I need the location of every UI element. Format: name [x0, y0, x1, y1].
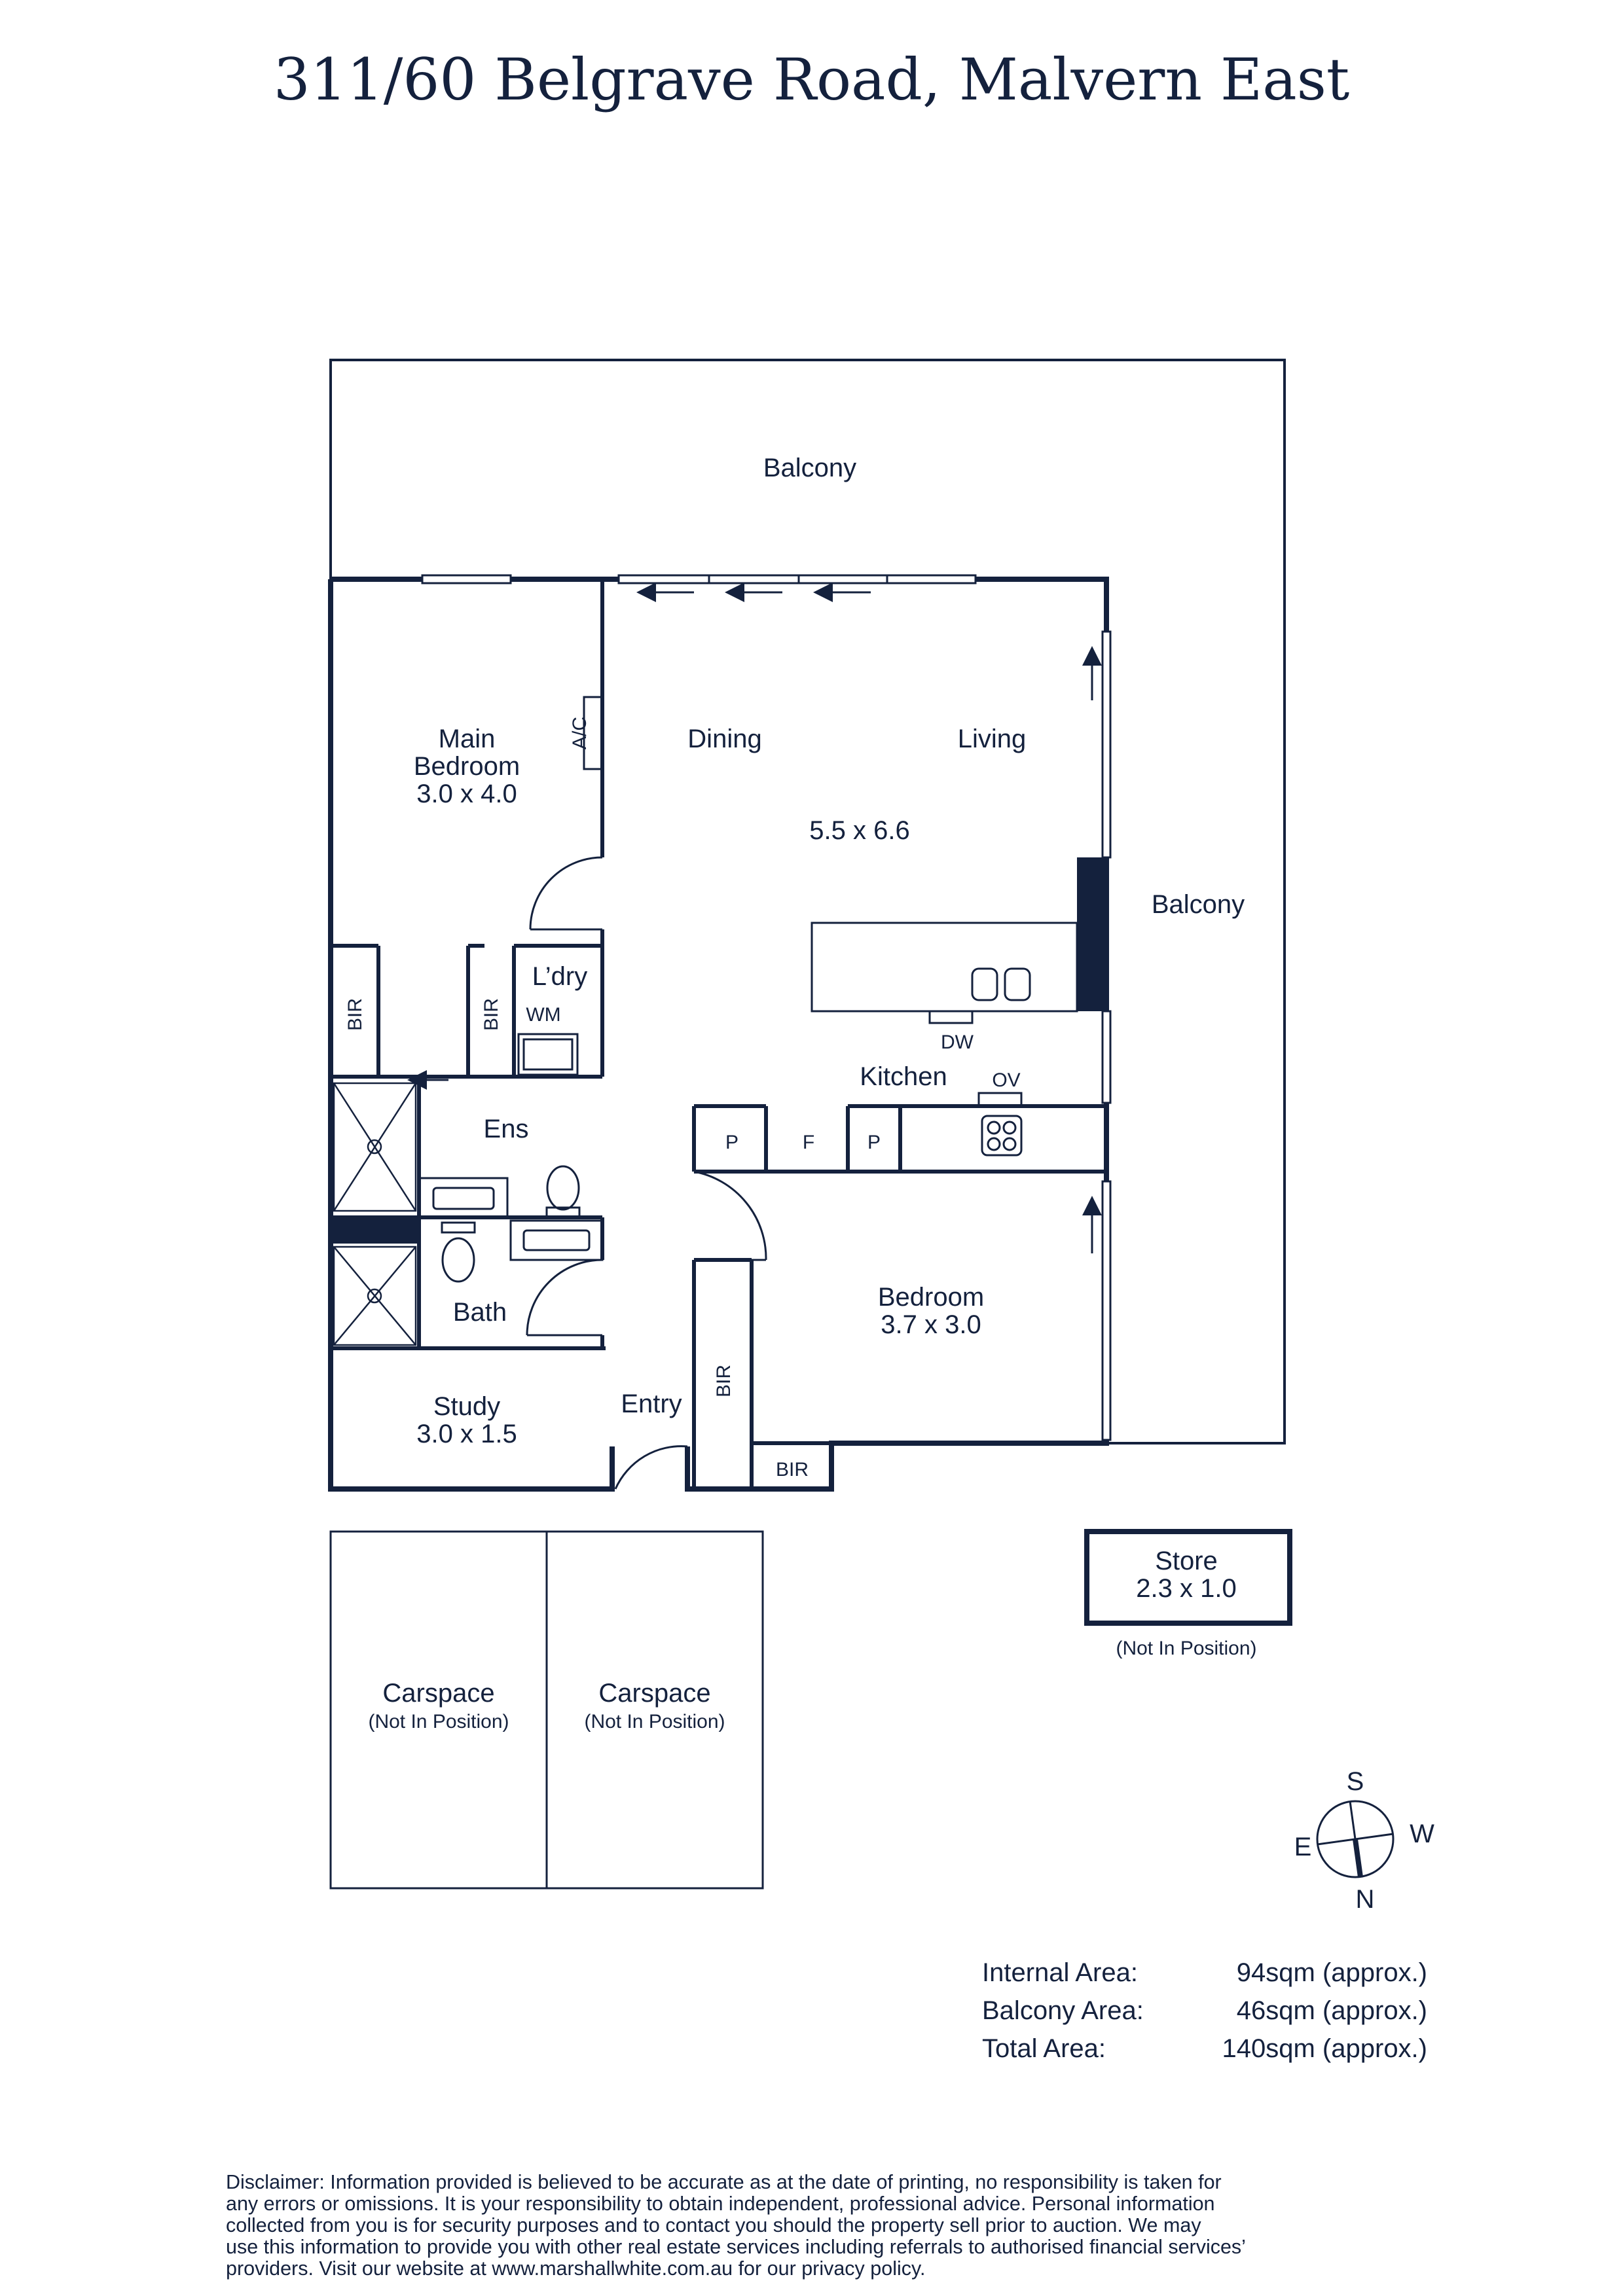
- page-title: 311/60 Belgrave Road, Malvern East: [273, 46, 1350, 113]
- bir-label-main: BIR: [344, 998, 366, 1031]
- carspace-label-1: Carspace: [382, 1679, 494, 1708]
- kitchen-island: [811, 922, 1078, 1024]
- balcony-outline: [329, 359, 1286, 1444]
- sliding-arrows: [407, 583, 1102, 1253]
- area-summary: Internal Area: 94sqm (approx.) Balcony A…: [982, 1954, 1427, 2068]
- main-bedroom-label-1: Main: [439, 725, 496, 753]
- wm-label: WM: [526, 1004, 560, 1026]
- area-value: 46sqm (approx.): [1236, 1996, 1427, 2025]
- entry-label: Entry: [621, 1390, 682, 1418]
- showers: [333, 1082, 417, 1346]
- bedroom-size: 3.7 x 3.0: [881, 1310, 981, 1339]
- ac-label: A/C: [569, 717, 591, 749]
- compass-n: N: [1356, 1885, 1375, 1914]
- carspace-note-1: (Not In Position): [368, 1711, 509, 1732]
- balcony-top-label: Balcony: [763, 454, 856, 482]
- carspaces: [329, 1530, 764, 1890]
- area-row-total: Total Area: 140sqm (approx.): [982, 2030, 1427, 2068]
- bir-label-ensuite: BIR: [481, 998, 502, 1031]
- compass-w: W: [1410, 1820, 1434, 1848]
- disclaimer: Disclaimer: Information provided is beli…: [226, 2172, 1398, 2280]
- area-row-internal: Internal Area: 94sqm (approx.): [982, 1954, 1427, 1992]
- bir-label-bedroom: BIR: [776, 1459, 809, 1480]
- store-outline: [1084, 1529, 1292, 1626]
- study-size: 3.0 x 1.5: [416, 1420, 517, 1448]
- pantry-label-1: P: [725, 1132, 739, 1153]
- interior-walls: [331, 579, 1106, 1489]
- fridge-label: F: [803, 1132, 814, 1153]
- area-label: Internal Area:: [982, 1958, 1138, 1987]
- carspace-label-2: Carspace: [598, 1679, 710, 1708]
- disclaimer-line: use this information to provide you with…: [226, 2236, 1246, 2258]
- main-bedroom-label-2: Bedroom: [414, 752, 520, 781]
- laundry-label: L’dry: [532, 962, 588, 991]
- exterior-walls: [328, 577, 1109, 1492]
- bedroom-label: Bedroom: [878, 1283, 984, 1312]
- ensuite-fixtures: [418, 1165, 581, 1219]
- compass: [1316, 1800, 1395, 1878]
- disclaimer-line: collected from you is for security purpo…: [226, 2214, 1201, 2236]
- washing-machine: [517, 1033, 579, 1076]
- balcony-right-label: Balcony: [1152, 890, 1245, 919]
- store-size: 2.3 x 1.0: [1136, 1574, 1236, 1603]
- store-note: (Not In Position): [1116, 1638, 1256, 1659]
- pantry-label-2: P: [867, 1132, 881, 1153]
- main-bedroom-size: 3.0 x 4.0: [416, 780, 517, 808]
- compass-s: S: [1347, 1767, 1364, 1796]
- solid-walls: [331, 857, 1106, 1244]
- bath-fixtures: [441, 1219, 604, 1283]
- bath-label: Bath: [453, 1298, 507, 1327]
- dining-living-size: 5.5 x 6.6: [809, 816, 909, 845]
- living-label: Living: [958, 725, 1027, 753]
- area-value: 94sqm (approx.): [1236, 1958, 1427, 1987]
- dining-label: Dining: [687, 725, 761, 753]
- kitchen-label: Kitchen: [860, 1062, 947, 1091]
- ensuite-label: Ens: [484, 1115, 529, 1143]
- area-value: 140sqm (approx.): [1222, 2034, 1427, 2063]
- windows: [421, 574, 1112, 1441]
- store-label: Store: [1155, 1547, 1218, 1575]
- area-label: Total Area:: [982, 2034, 1106, 2063]
- compass-e: E: [1294, 1833, 1312, 1861]
- disclaimer-line: any errors or omissions. It is your resp…: [226, 2193, 1215, 2215]
- disclaimer-line: Disclaimer: Information provided is beli…: [226, 2171, 1222, 2193]
- ac-unit: [583, 696, 604, 770]
- disclaimer-line: providers. Visit our website at www.mars…: [226, 2257, 926, 2280]
- ov-label: OV: [992, 1069, 1020, 1091]
- carspace-note-2: (Not In Position): [584, 1711, 725, 1732]
- cooktop: [977, 1092, 1023, 1157]
- area-row-balcony: Balcony Area: 46sqm (approx.): [982, 1992, 1427, 2030]
- dw-label: DW: [941, 1031, 974, 1053]
- study-label: Study: [433, 1392, 500, 1421]
- door-swings: [526, 856, 767, 1490]
- area-label: Balcony Area:: [982, 1996, 1144, 2025]
- bir-label-bedroom-vertical: BIR: [713, 1365, 735, 1397]
